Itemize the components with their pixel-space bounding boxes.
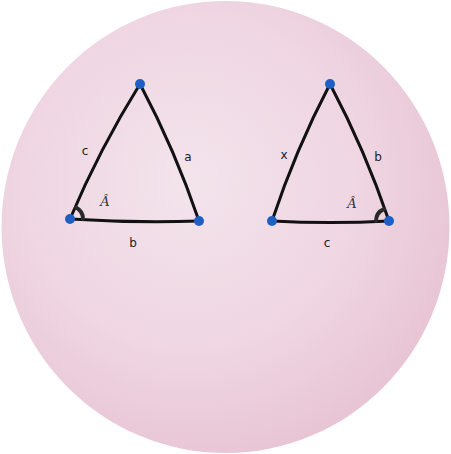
side-label: c <box>324 237 331 249</box>
vertices <box>65 79 394 226</box>
side-label: a <box>184 151 191 163</box>
vertex-dot <box>384 216 394 226</box>
angle-arc <box>376 209 384 221</box>
angle-arc <box>76 208 83 220</box>
angle-label: Â <box>347 197 356 210</box>
triangle-side <box>272 84 330 221</box>
triangle-side <box>70 219 199 222</box>
vertex-dot <box>194 216 204 226</box>
vertex-dot <box>267 216 277 226</box>
triangle-side <box>330 84 389 221</box>
triangle-side <box>140 84 199 221</box>
vertex-dot <box>135 79 145 89</box>
triangle-side <box>70 84 140 219</box>
triangle-side <box>272 221 389 223</box>
vertex-dot <box>325 79 335 89</box>
side-label: b <box>374 151 382 163</box>
right-triangle <box>272 84 389 223</box>
side-label: b <box>129 237 137 249</box>
side-label: c <box>82 145 89 157</box>
vertex-dot <box>65 214 75 224</box>
angle-label: Â <box>100 195 109 208</box>
side-label: x <box>280 149 287 161</box>
left-triangle <box>70 84 199 222</box>
